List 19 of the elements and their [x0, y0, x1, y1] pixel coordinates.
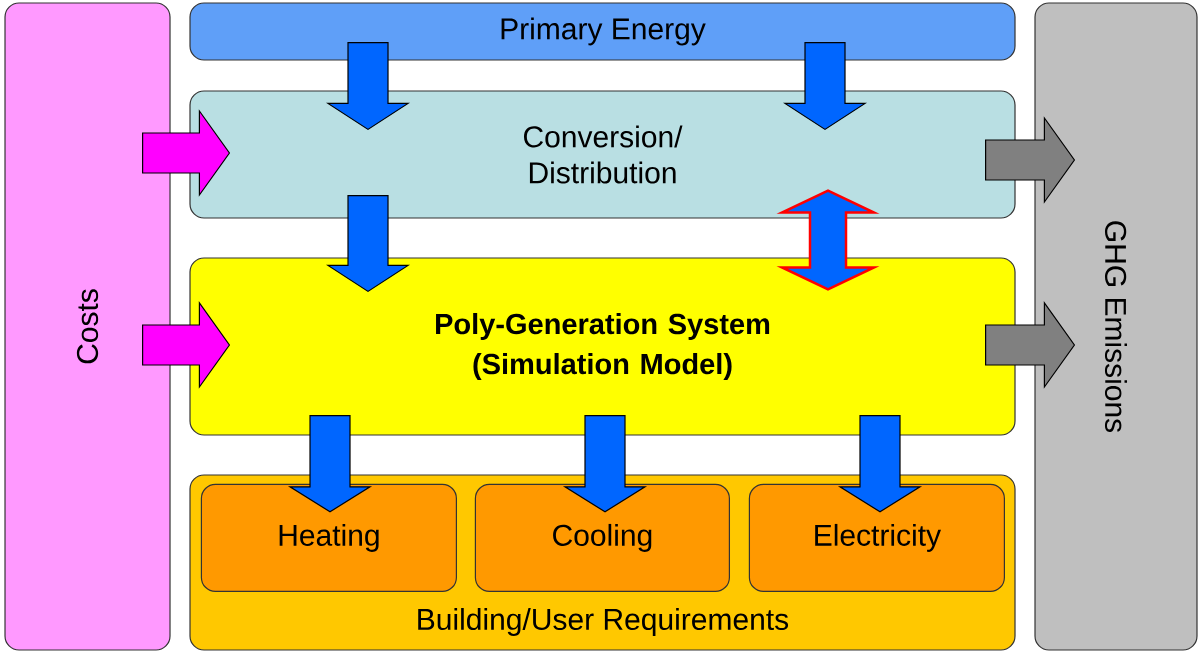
block-arrow: [562, 415, 648, 513]
system-box: Poly-Generation System (Simulation Model): [189, 257, 1016, 436]
double-block-arrow: [776, 189, 880, 291]
emissions-bar: GHG Emissions: [1034, 2, 1198, 651]
demand-box: Cooling: [474, 483, 730, 592]
block-arrow: [985, 116, 1076, 204]
demand-box: Heating: [200, 483, 457, 592]
energy-band: Primary Energy: [189, 2, 1016, 61]
costs-bar: Costs: [4, 2, 171, 651]
block-arrow: [837, 415, 923, 513]
block-arrow: [326, 195, 411, 293]
block-arrow: [985, 301, 1076, 389]
process-box: Conversion/ Distribution: [189, 90, 1016, 219]
block-arrow: [782, 42, 868, 131]
demand-box: Electricity: [748, 483, 1005, 592]
block-arrow: [326, 42, 411, 131]
block-arrow: [142, 109, 231, 197]
block-arrow: [142, 301, 231, 389]
block-arrow: [287, 415, 373, 513]
